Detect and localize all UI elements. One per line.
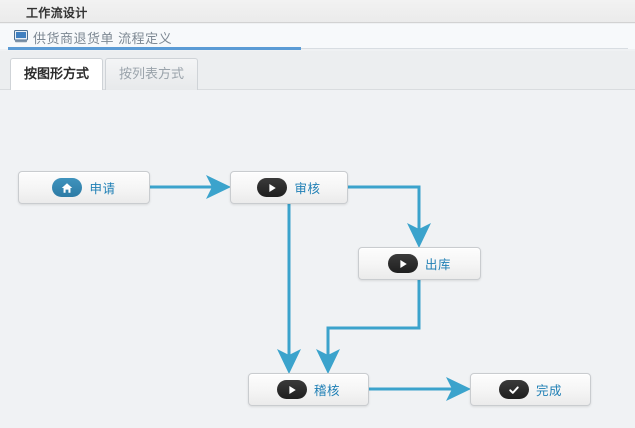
- header-rule: [8, 48, 628, 49]
- monitor-icon: [14, 30, 28, 43]
- tab-strip: 按图形方式 按列表方式: [0, 51, 635, 90]
- edge-outbound-to-audit: [326, 280, 421, 362]
- tab-graphical-mode[interactable]: 按图形方式: [10, 58, 104, 90]
- arrowhead-finish: [446, 377, 471, 401]
- document-header: 供货商退货单 流程定义: [0, 24, 635, 49]
- home-icon: [52, 178, 83, 197]
- workflow-node-outbound-label: 出库: [424, 258, 451, 272]
- check-icon: [498, 380, 529, 399]
- arrowhead-audit-right: [316, 349, 340, 374]
- workflow-node-audit[interactable]: 稽核: [248, 373, 369, 406]
- arrowhead-audit-left: [277, 349, 301, 374]
- workflow-node-finish[interactable]: 完成: [470, 373, 591, 406]
- workflow-node-review-label: 审核: [294, 182, 321, 196]
- workflow-edges: [150, 175, 471, 401]
- workflow-node-apply[interactable]: 申请: [18, 171, 150, 204]
- window-titlebar: 工作流设计: [0, 0, 635, 23]
- play-icon: [387, 254, 418, 273]
- window-title: 工作流设计: [26, 6, 88, 20]
- workflow-node-audit-label: 稽核: [313, 384, 340, 398]
- arrowhead-review: [206, 175, 231, 199]
- workflow-canvas[interactable]: 申请 审核 出库: [0, 90, 635, 428]
- play-icon: [257, 178, 288, 197]
- tab-list-mode[interactable]: 按列表方式: [105, 58, 199, 90]
- header-accent-rule: [8, 47, 301, 50]
- tab-list-mode-label: 按列表方式: [119, 66, 185, 81]
- play-icon: [276, 380, 307, 399]
- edge-review-to-outbound: [348, 185, 421, 236]
- document-title: 供货商退货单 流程定义: [33, 31, 173, 46]
- workflow-node-apply-label: 申请: [89, 182, 116, 196]
- workflow-node-finish-label: 完成: [535, 384, 562, 398]
- workflow-node-review[interactable]: 审核: [230, 171, 348, 204]
- tab-graphical-mode-label: 按图形方式: [24, 66, 90, 81]
- arrowhead-outbound: [407, 223, 431, 248]
- workflow-node-outbound[interactable]: 出库: [358, 247, 481, 280]
